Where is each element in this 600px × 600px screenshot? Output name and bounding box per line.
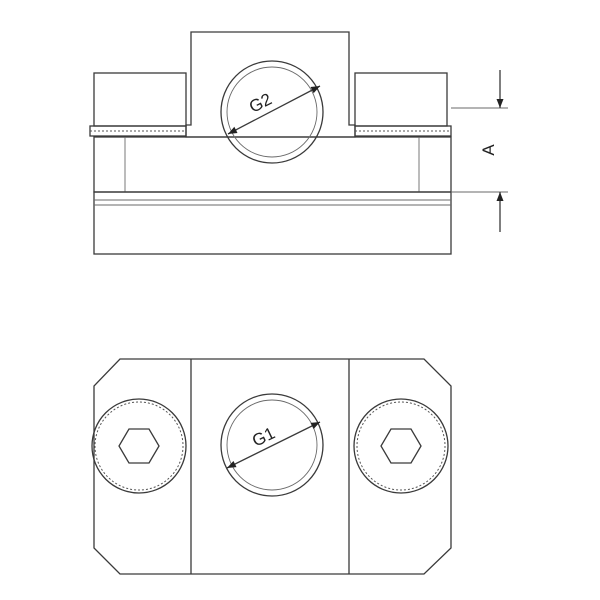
g2-bore-outer [220,60,324,164]
left-nut-body [93,72,187,127]
lower-body [93,136,452,193]
a-label: A [479,144,498,156]
g1-label: G1 [249,424,278,451]
front-view: G2 A [89,31,508,255]
top-view-outline [93,358,452,575]
base-plate [93,191,452,255]
g2-bore-inner [226,66,318,158]
right-hex-socket-icon [380,428,422,464]
right-screw-head [353,398,449,494]
g2-label: G2 [246,89,275,116]
right-nut-body [354,72,448,127]
left-screw-head [91,398,187,494]
g2-dimension-line [227,85,321,135]
center-block-outline [185,31,356,138]
g1-bore-outer [220,393,324,497]
g1-dimension-line [226,421,321,469]
g1-bore-inner [226,399,318,491]
top-view: G1 [91,358,452,575]
left-hex-socket-icon [118,428,160,464]
